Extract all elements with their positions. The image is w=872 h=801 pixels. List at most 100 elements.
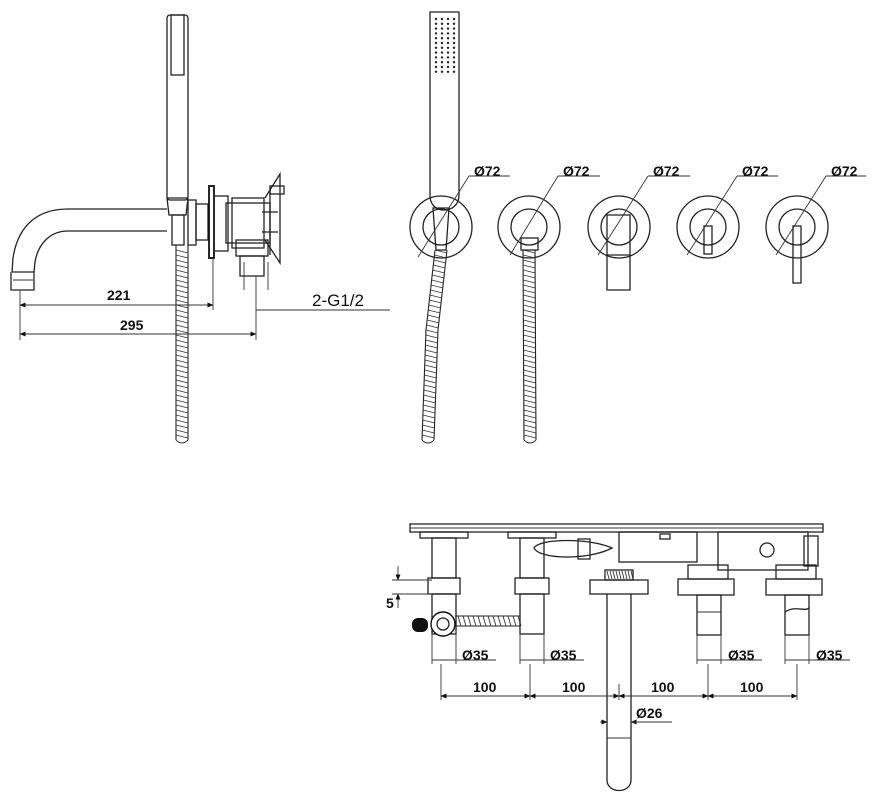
hose-coil bbox=[175, 374, 189, 379]
nozzle-dot bbox=[440, 56, 444, 59]
nozzle-dot bbox=[452, 65, 456, 69]
spacing-dimensions: 100 100 100 100 bbox=[440, 664, 798, 700]
hose-coil bbox=[175, 384, 189, 389]
rosette-5 bbox=[765, 175, 866, 284]
hose-coil bbox=[523, 319, 536, 324]
nozzle-dot bbox=[452, 32, 456, 35]
hose-coil bbox=[523, 429, 537, 434]
hose-coil bbox=[523, 284, 536, 289]
hose-coil bbox=[431, 279, 444, 284]
dim-text-5: 5 bbox=[386, 595, 394, 611]
hose-coil bbox=[422, 414, 436, 419]
hose-coil bbox=[457, 615, 462, 627]
hose-coil bbox=[482, 615, 487, 627]
hose-coil bbox=[175, 424, 189, 429]
rosette-dim-1: Ø72 bbox=[474, 163, 501, 179]
dim-text-221: 221 bbox=[107, 287, 131, 303]
hose-coil bbox=[430, 289, 443, 294]
hose-coil bbox=[523, 404, 536, 409]
nozzle-dot bbox=[440, 27, 444, 30]
nozzle-dot bbox=[440, 37, 444, 40]
nozzle-dot bbox=[446, 56, 450, 59]
nozzle-dot bbox=[452, 70, 456, 74]
hose-coil bbox=[523, 339, 536, 344]
side-view: 221 295 2-G1/2 bbox=[10, 14, 390, 444]
rosette-4 bbox=[676, 175, 778, 259]
hose-coil bbox=[428, 304, 441, 309]
hose-coil bbox=[175, 319, 189, 324]
hose-coil bbox=[175, 259, 189, 264]
nozzle-dot bbox=[434, 41, 438, 45]
dim-text-connection: 2-G1/2 bbox=[312, 291, 364, 310]
hose-coil bbox=[523, 314, 536, 319]
nozzle-dot bbox=[440, 70, 444, 74]
dimension-connection: 2-G1/2 bbox=[256, 291, 390, 311]
spacing-4: 100 bbox=[740, 679, 764, 695]
hose-front-1 bbox=[421, 249, 448, 444]
nozzle-dot bbox=[446, 65, 450, 69]
hose-coil bbox=[522, 269, 536, 274]
hose-coil bbox=[175, 394, 189, 399]
hose-coil bbox=[507, 615, 512, 627]
hose-coil bbox=[175, 389, 189, 394]
hose-coil bbox=[422, 424, 435, 429]
dimension-spout: Ø26 bbox=[600, 705, 672, 725]
nozzle-dot bbox=[434, 46, 438, 49]
hose-coil bbox=[433, 264, 446, 269]
dimension-valve-4: Ø35 bbox=[784, 635, 850, 664]
mounting-box bbox=[409, 523, 824, 571]
hose-coil bbox=[522, 249, 536, 254]
hose-coil bbox=[426, 324, 439, 329]
hose-coil bbox=[432, 269, 445, 274]
nozzle-dot bbox=[434, 51, 438, 54]
nozzle-dot bbox=[446, 61, 450, 64]
nozzle-dot bbox=[446, 70, 450, 74]
nozzle-dot bbox=[446, 46, 450, 49]
hose-coil bbox=[175, 309, 189, 314]
rosette-dim-2: Ø72 bbox=[563, 163, 590, 179]
hose-coil bbox=[497, 615, 502, 627]
hose-coil bbox=[462, 615, 467, 627]
hose-coil bbox=[428, 309, 441, 314]
rosette-1 bbox=[409, 175, 510, 259]
hose-coil bbox=[523, 329, 536, 334]
hose-coil bbox=[175, 339, 189, 344]
hose-coil bbox=[424, 354, 438, 359]
hose-coil bbox=[175, 249, 189, 254]
hose-coil bbox=[175, 429, 189, 434]
hose-coil bbox=[175, 284, 189, 289]
hose-coil bbox=[175, 344, 189, 349]
hose-coil bbox=[423, 399, 436, 404]
hose-coil bbox=[175, 294, 189, 299]
hose-coil bbox=[425, 334, 438, 339]
hose-coil bbox=[434, 254, 447, 259]
hose-coil bbox=[175, 264, 189, 269]
valve-1 bbox=[412, 531, 469, 637]
hose-coil bbox=[429, 299, 442, 304]
hose-coil bbox=[175, 324, 189, 329]
nozzle-dot bbox=[434, 22, 438, 25]
nozzle-dot bbox=[440, 51, 444, 54]
hose-coil bbox=[512, 615, 517, 627]
shower-head-nozzles bbox=[434, 17, 456, 74]
hose-coil bbox=[523, 304, 536, 309]
hose-coil bbox=[523, 354, 536, 359]
dimension-5: 5 bbox=[386, 566, 432, 611]
nozzle-dot bbox=[446, 37, 450, 40]
valve-3 bbox=[677, 564, 735, 636]
dimension-valve-1: Ø35 bbox=[431, 634, 496, 664]
hose-coil bbox=[424, 374, 437, 379]
hose-coil bbox=[422, 434, 435, 439]
hose-coil bbox=[425, 344, 438, 349]
hose-coil bbox=[523, 349, 536, 354]
nozzle-dot bbox=[440, 46, 444, 49]
nozzle-dot bbox=[452, 17, 456, 21]
hose-coil bbox=[434, 249, 448, 254]
hose-coil bbox=[523, 344, 536, 349]
dimension-valve-2: Ø35 bbox=[519, 634, 584, 664]
hose-coil bbox=[175, 349, 189, 354]
hose-coil bbox=[175, 274, 189, 279]
rosette-dim-3: Ø72 bbox=[653, 163, 680, 179]
hose-coil bbox=[523, 379, 536, 384]
